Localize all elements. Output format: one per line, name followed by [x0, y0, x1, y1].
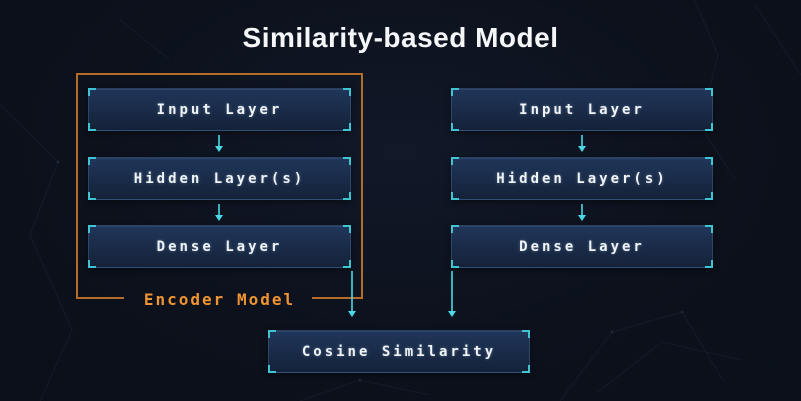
corner-bracket-icon — [451, 260, 459, 268]
node-dense-layer-left: Dense Layer — [88, 225, 351, 268]
node-cosine-similarity: Cosine Similarity — [268, 330, 530, 373]
corner-bracket-icon — [705, 192, 713, 200]
arrow-down-icon — [578, 135, 586, 152]
node-input-layer-right: Input Layer — [451, 88, 713, 131]
node-input-layer-left: Input Layer — [88, 88, 351, 131]
page-title: Similarity-based Model — [242, 22, 559, 53]
encoder-model-label: Encoder Model — [143, 290, 296, 309]
encoder-model-frame — [76, 73, 363, 299]
corner-bracket-icon — [705, 225, 713, 233]
arrow-down-icon — [215, 204, 223, 221]
node-label: Dense Layer — [519, 238, 645, 255]
corner-bracket-icon — [522, 330, 530, 338]
node-label: Input Layer — [519, 101, 645, 118]
corner-bracket-icon — [343, 88, 351, 96]
corner-bracket-icon — [451, 123, 459, 131]
corner-bracket-icon — [451, 157, 459, 165]
arrow-down-icon — [215, 135, 223, 152]
corner-bracket-icon — [705, 123, 713, 131]
corner-bracket-icon — [705, 157, 713, 165]
corner-bracket-icon — [522, 365, 530, 373]
encoder-frame-bottom-right-segment — [312, 297, 363, 299]
corner-bracket-icon — [451, 192, 459, 200]
node-label: Dense Layer — [156, 238, 283, 255]
corner-bracket-icon — [343, 157, 351, 165]
node-label: Cosine Similarity — [301, 343, 497, 360]
corner-bracket-icon — [451, 88, 459, 96]
corner-bracket-icon — [705, 260, 713, 268]
node-label: Hidden Layer(s) — [133, 170, 306, 187]
corner-bracket-icon — [343, 225, 351, 233]
corner-bracket-icon — [88, 88, 96, 96]
corner-bracket-icon — [705, 88, 713, 96]
corner-bracket-icon — [88, 192, 96, 200]
corner-bracket-icon — [88, 157, 96, 165]
node-hidden-layers-right: Hidden Layer(s) — [451, 157, 713, 200]
corner-bracket-icon — [88, 225, 96, 233]
arrow-down-icon — [578, 204, 586, 221]
node-dense-layer-right: Dense Layer — [451, 225, 713, 268]
arrow-down-long-icon — [448, 271, 456, 317]
corner-bracket-icon — [343, 123, 351, 131]
corner-bracket-icon — [343, 260, 351, 268]
encoder-frame-bottom-left-segment — [76, 297, 124, 299]
corner-bracket-icon — [268, 365, 276, 373]
node-hidden-layers-left: Hidden Layer(s) — [88, 157, 351, 200]
node-label: Hidden Layer(s) — [496, 170, 668, 187]
corner-bracket-icon — [451, 225, 459, 233]
corner-bracket-icon — [343, 192, 351, 200]
corner-bracket-icon — [88, 123, 96, 131]
corner-bracket-icon — [268, 330, 276, 338]
corner-bracket-icon — [88, 260, 96, 268]
node-label: Input Layer — [156, 101, 283, 118]
arrow-down-long-icon — [348, 271, 356, 317]
